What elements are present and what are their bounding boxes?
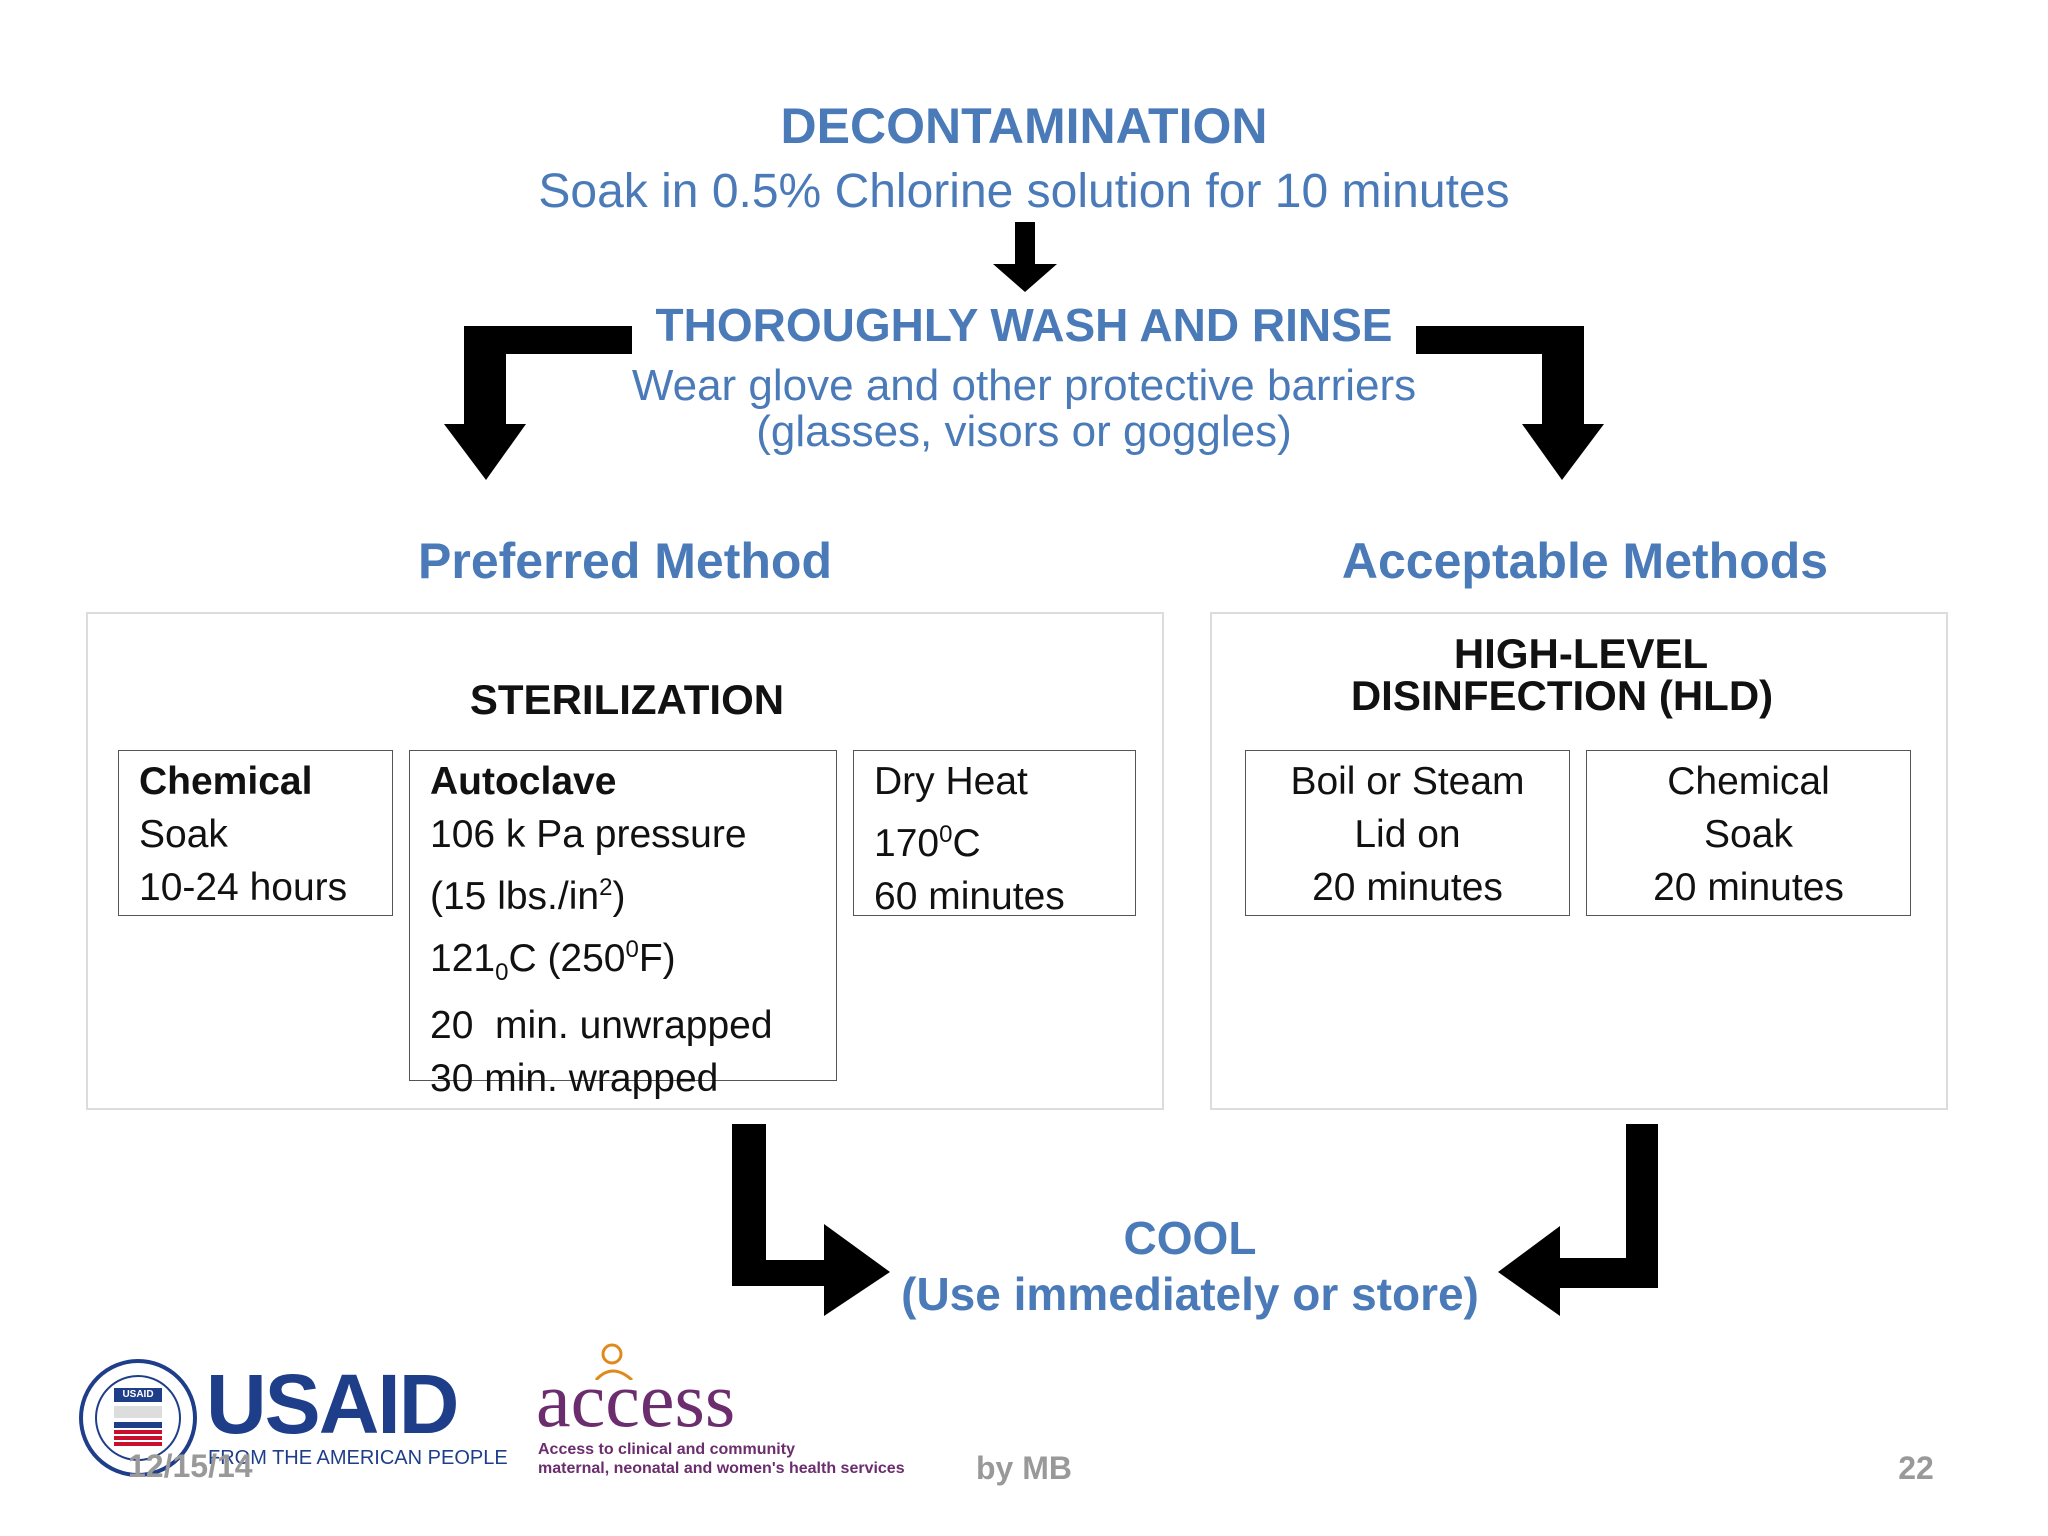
boil-card-line-2: Lid on <box>1354 813 1461 856</box>
chemical-soak-card: Chemical Soak 10-24 hours <box>118 750 393 916</box>
arrow-wash-to-preferred <box>444 326 632 480</box>
decontamination-subtitle: Soak in 0.5% Chlorine solution for 10 mi… <box>538 165 1510 218</box>
usaid-logo: USAID USAID FROM THE AMERICAN PEOPLE <box>78 1358 508 1478</box>
dry-heat-card: Dry Heat 1700C 60 minutes <box>853 750 1136 918</box>
access-figure-icon <box>594 1343 634 1380</box>
dry-heat-card-title: Dry Heat <box>874 760 1028 803</box>
boil-card-line-1: Boil or Steam <box>1290 760 1525 803</box>
arrow-preferred-to-cool <box>732 1124 890 1316</box>
chemical-card-title: Chemical <box>139 760 313 803</box>
access-logo: access Access to clinical and community … <box>536 1340 916 1480</box>
usaid-wordmark-text: USAID <box>206 1357 459 1451</box>
usaid-wordmark: USAID <box>206 1362 459 1446</box>
usaid-seal-label: USAID <box>122 1389 154 1400</box>
autoclave-line-pressure: 106 k Pa pressure <box>430 813 747 856</box>
boil-card-line-3: 20 minutes <box>1312 866 1503 909</box>
footer-date: 12/15/14 <box>128 1448 253 1484</box>
footer-author: by MB <box>976 1450 1072 1486</box>
usaid-seal-icon <box>79 1359 197 1477</box>
dry-heat-line-temperature: 1700C <box>874 821 981 865</box>
cool-title: COOL <box>1123 1212 1257 1264</box>
autoclave-line-unwrapped: 20 min. unwrapped <box>430 1003 773 1047</box>
arrow-decon-to-wash <box>993 222 1057 292</box>
hld-chemical-line-2: Soak <box>1704 813 1793 856</box>
chemical-card-line-1: Soak <box>139 813 228 856</box>
access-tagline-2: maternal, neonatal and women's health se… <box>538 1460 905 1477</box>
wash-line-1: Wear glove and other protective barriers <box>631 361 1417 410</box>
hld-title-line-1: HIGH-LEVEL <box>1453 630 1709 677</box>
wash-title: THOROUGHLY WASH AND RINSE <box>655 299 1393 351</box>
access-tagline-1: Access to clinical and community <box>538 1441 795 1458</box>
arrow-wash-to-acceptable <box>1416 326 1604 480</box>
decontamination-title: DECONTAMINATION <box>780 98 1268 154</box>
hld-chemical-soak-card: Chemical Soak 20 minutes <box>1586 750 1911 916</box>
autoclave-card: Autoclave 106 k Pa pressure (15 lbs./in2… <box>409 750 837 1100</box>
hld-chemical-line-3: 20 minutes <box>1653 866 1844 909</box>
arrow-acceptable-to-cool <box>1498 1124 1658 1316</box>
chemical-card-line-2: 10-24 hours <box>139 866 348 909</box>
dry-heat-line-time: 60 minutes <box>874 875 1065 918</box>
wash-line-2: (glasses, visors or goggles) <box>756 407 1292 456</box>
boil-steam-card: Boil or Steam Lid on 20 minutes <box>1245 750 1570 916</box>
hld-title-line-2: DISINFECTION (HLD) <box>1350 672 1774 719</box>
autoclave-line-wrapped: 30 min. wrapped <box>430 1056 719 1100</box>
autoclave-line-psi: (15 lbs./in2) <box>430 874 626 918</box>
autoclave-card-title: Autoclave <box>430 760 617 803</box>
acceptable-methods-heading: Acceptable Methods <box>1341 533 1829 589</box>
hld-chemical-line-1: Chemical <box>1667 760 1830 803</box>
cool-subtitle: (Use immediately or store) <box>901 1268 1479 1320</box>
access-wordmark: access <box>536 1356 736 1443</box>
preferred-method-heading: Preferred Method <box>418 533 832 589</box>
autoclave-line-temperature: 1210C (2500F) <box>430 936 676 986</box>
sterilization-title: STERILIZATION <box>469 676 785 723</box>
usaid-tagline: FROM THE AMERICAN PEOPLE <box>208 1447 508 1469</box>
page-number: 22 <box>1898 1450 1934 1486</box>
